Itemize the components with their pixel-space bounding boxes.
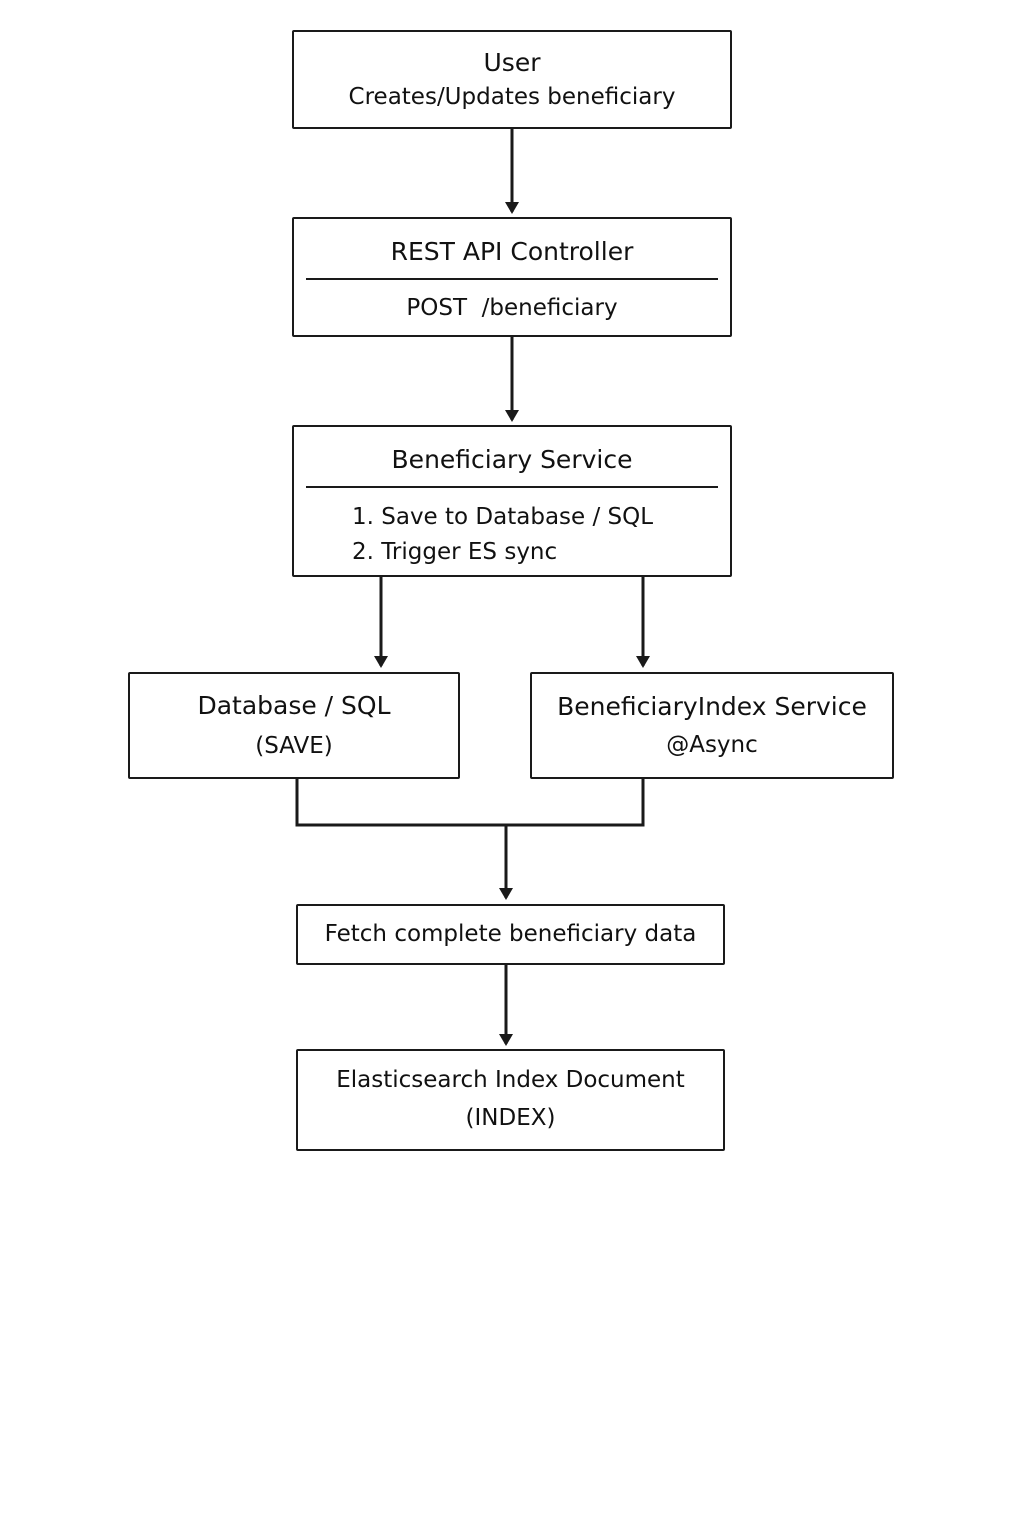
merge-line bbox=[295, 779, 645, 827]
index-service-subtitle: @Async bbox=[666, 731, 758, 758]
beneficiary-service-steps: 1. Save to Database / SQL 2. Trigger ES … bbox=[352, 500, 653, 570]
index-service-node: BeneficiaryIndex Service @Async bbox=[530, 672, 894, 779]
service-step: 1. Save to Database / SQL bbox=[352, 504, 654, 530]
index-service-title: BeneficiaryIndex Service bbox=[557, 691, 867, 721]
database-title: Database / SQL bbox=[197, 690, 391, 720]
user-subtitle: Creates/Updates beneficiary bbox=[348, 83, 676, 110]
beneficiary-service-divider bbox=[306, 486, 718, 488]
es-index-subtitle: (INDEX) bbox=[465, 1105, 556, 1131]
database-subtitle: (SAVE) bbox=[255, 732, 333, 759]
service-step: 2. Trigger ES sync bbox=[352, 539, 558, 565]
beneficiary-service-title: Beneficiary Service bbox=[391, 445, 633, 474]
rest-api-endpoint: POST /beneficiary bbox=[406, 295, 618, 321]
es-index-title: Elasticsearch Index Document bbox=[336, 1067, 685, 1094]
es-index-node: Elasticsearch Index Document (INDEX) bbox=[296, 1049, 725, 1151]
rest-api-node: REST API Controller POST /beneficiary bbox=[292, 217, 732, 337]
user-title: User bbox=[483, 47, 541, 77]
fetch-node: Fetch complete beneficiary data bbox=[296, 904, 725, 965]
rest-api-divider bbox=[306, 278, 718, 280]
fetch-title: Fetch complete beneficiary data bbox=[324, 920, 697, 947]
user-node: User Creates/Updates beneficiary bbox=[292, 30, 732, 129]
database-node: Database / SQL (SAVE) bbox=[128, 672, 460, 779]
beneficiary-service-node: Beneficiary Service 1. Save to Database … bbox=[292, 425, 732, 577]
rest-api-title: REST API Controller bbox=[390, 237, 634, 266]
